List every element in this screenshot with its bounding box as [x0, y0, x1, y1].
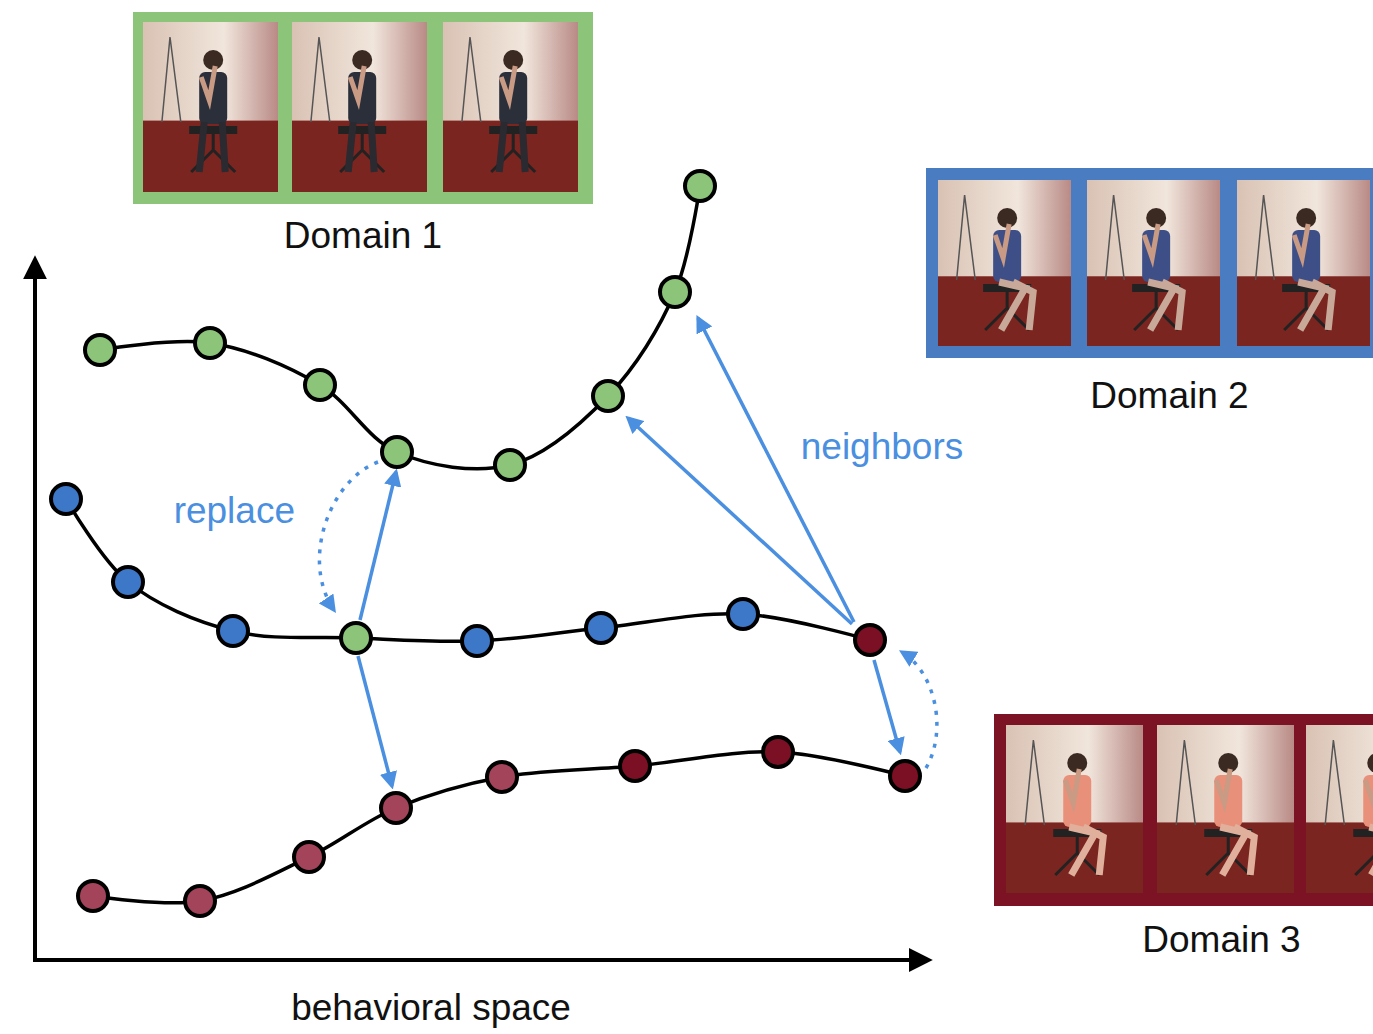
sample-dot [218, 616, 248, 646]
photo-frame [1237, 180, 1370, 346]
sample-dot [381, 793, 411, 823]
y-axis [33, 260, 37, 962]
photo-frame [1157, 725, 1294, 893]
neighbor-arrow [360, 472, 396, 620]
sample-dot [382, 437, 412, 467]
photo-frame [143, 22, 278, 192]
sample-dot [113, 567, 143, 597]
trajectory-curve [100, 186, 700, 469]
photo-frame [1006, 725, 1143, 893]
sample-dot [728, 599, 758, 629]
sample-dot [85, 335, 115, 365]
domain-caption: Domain 3 [1142, 920, 1300, 961]
neighbor-arrow [698, 318, 854, 622]
photo-frame [938, 180, 1071, 346]
photo-frame [1087, 180, 1220, 346]
sample-dot [763, 737, 793, 767]
sample-dot [305, 370, 335, 400]
sample-dot [890, 761, 920, 791]
sample-dot [294, 842, 324, 872]
sample-dot [462, 626, 492, 656]
sample-dot [51, 484, 81, 514]
sample-dot [593, 381, 623, 411]
neighbor-arrow [358, 656, 392, 786]
axis-label: behavioral space [288, 988, 574, 1029]
domain-panel [926, 168, 1373, 358]
sample-dot [78, 881, 108, 911]
arrow-label: replace [171, 491, 298, 532]
sample-dot [586, 613, 616, 643]
sample-dot [341, 623, 371, 653]
domain-caption: Domain 2 [1090, 376, 1248, 417]
sample-dot [185, 886, 215, 916]
x-axis [33, 958, 928, 962]
arrow-label: neighbors [798, 427, 967, 468]
sample-dot [620, 751, 650, 781]
neighbor-arrow [874, 660, 900, 752]
sample-dot [855, 625, 885, 655]
sample-dot [487, 762, 517, 792]
domain-panel: Domain 1 [133, 12, 593, 204]
domain-panel: Domain 3 [994, 714, 1373, 906]
sample-dot [660, 277, 690, 307]
sample-dot [495, 450, 525, 480]
photo-frame [1306, 725, 1373, 893]
photo-frame [443, 22, 578, 192]
domain-panel [133, 12, 593, 204]
replace-arrow [902, 652, 937, 768]
photo-frame [292, 22, 427, 192]
sample-dot [685, 171, 715, 201]
domain-panel: Domain 2 [926, 168, 1373, 358]
domain-caption: Domain 1 [284, 216, 442, 257]
trajectory-curve [93, 752, 905, 903]
sample-dot [195, 328, 225, 358]
replace-arrow [319, 462, 378, 610]
